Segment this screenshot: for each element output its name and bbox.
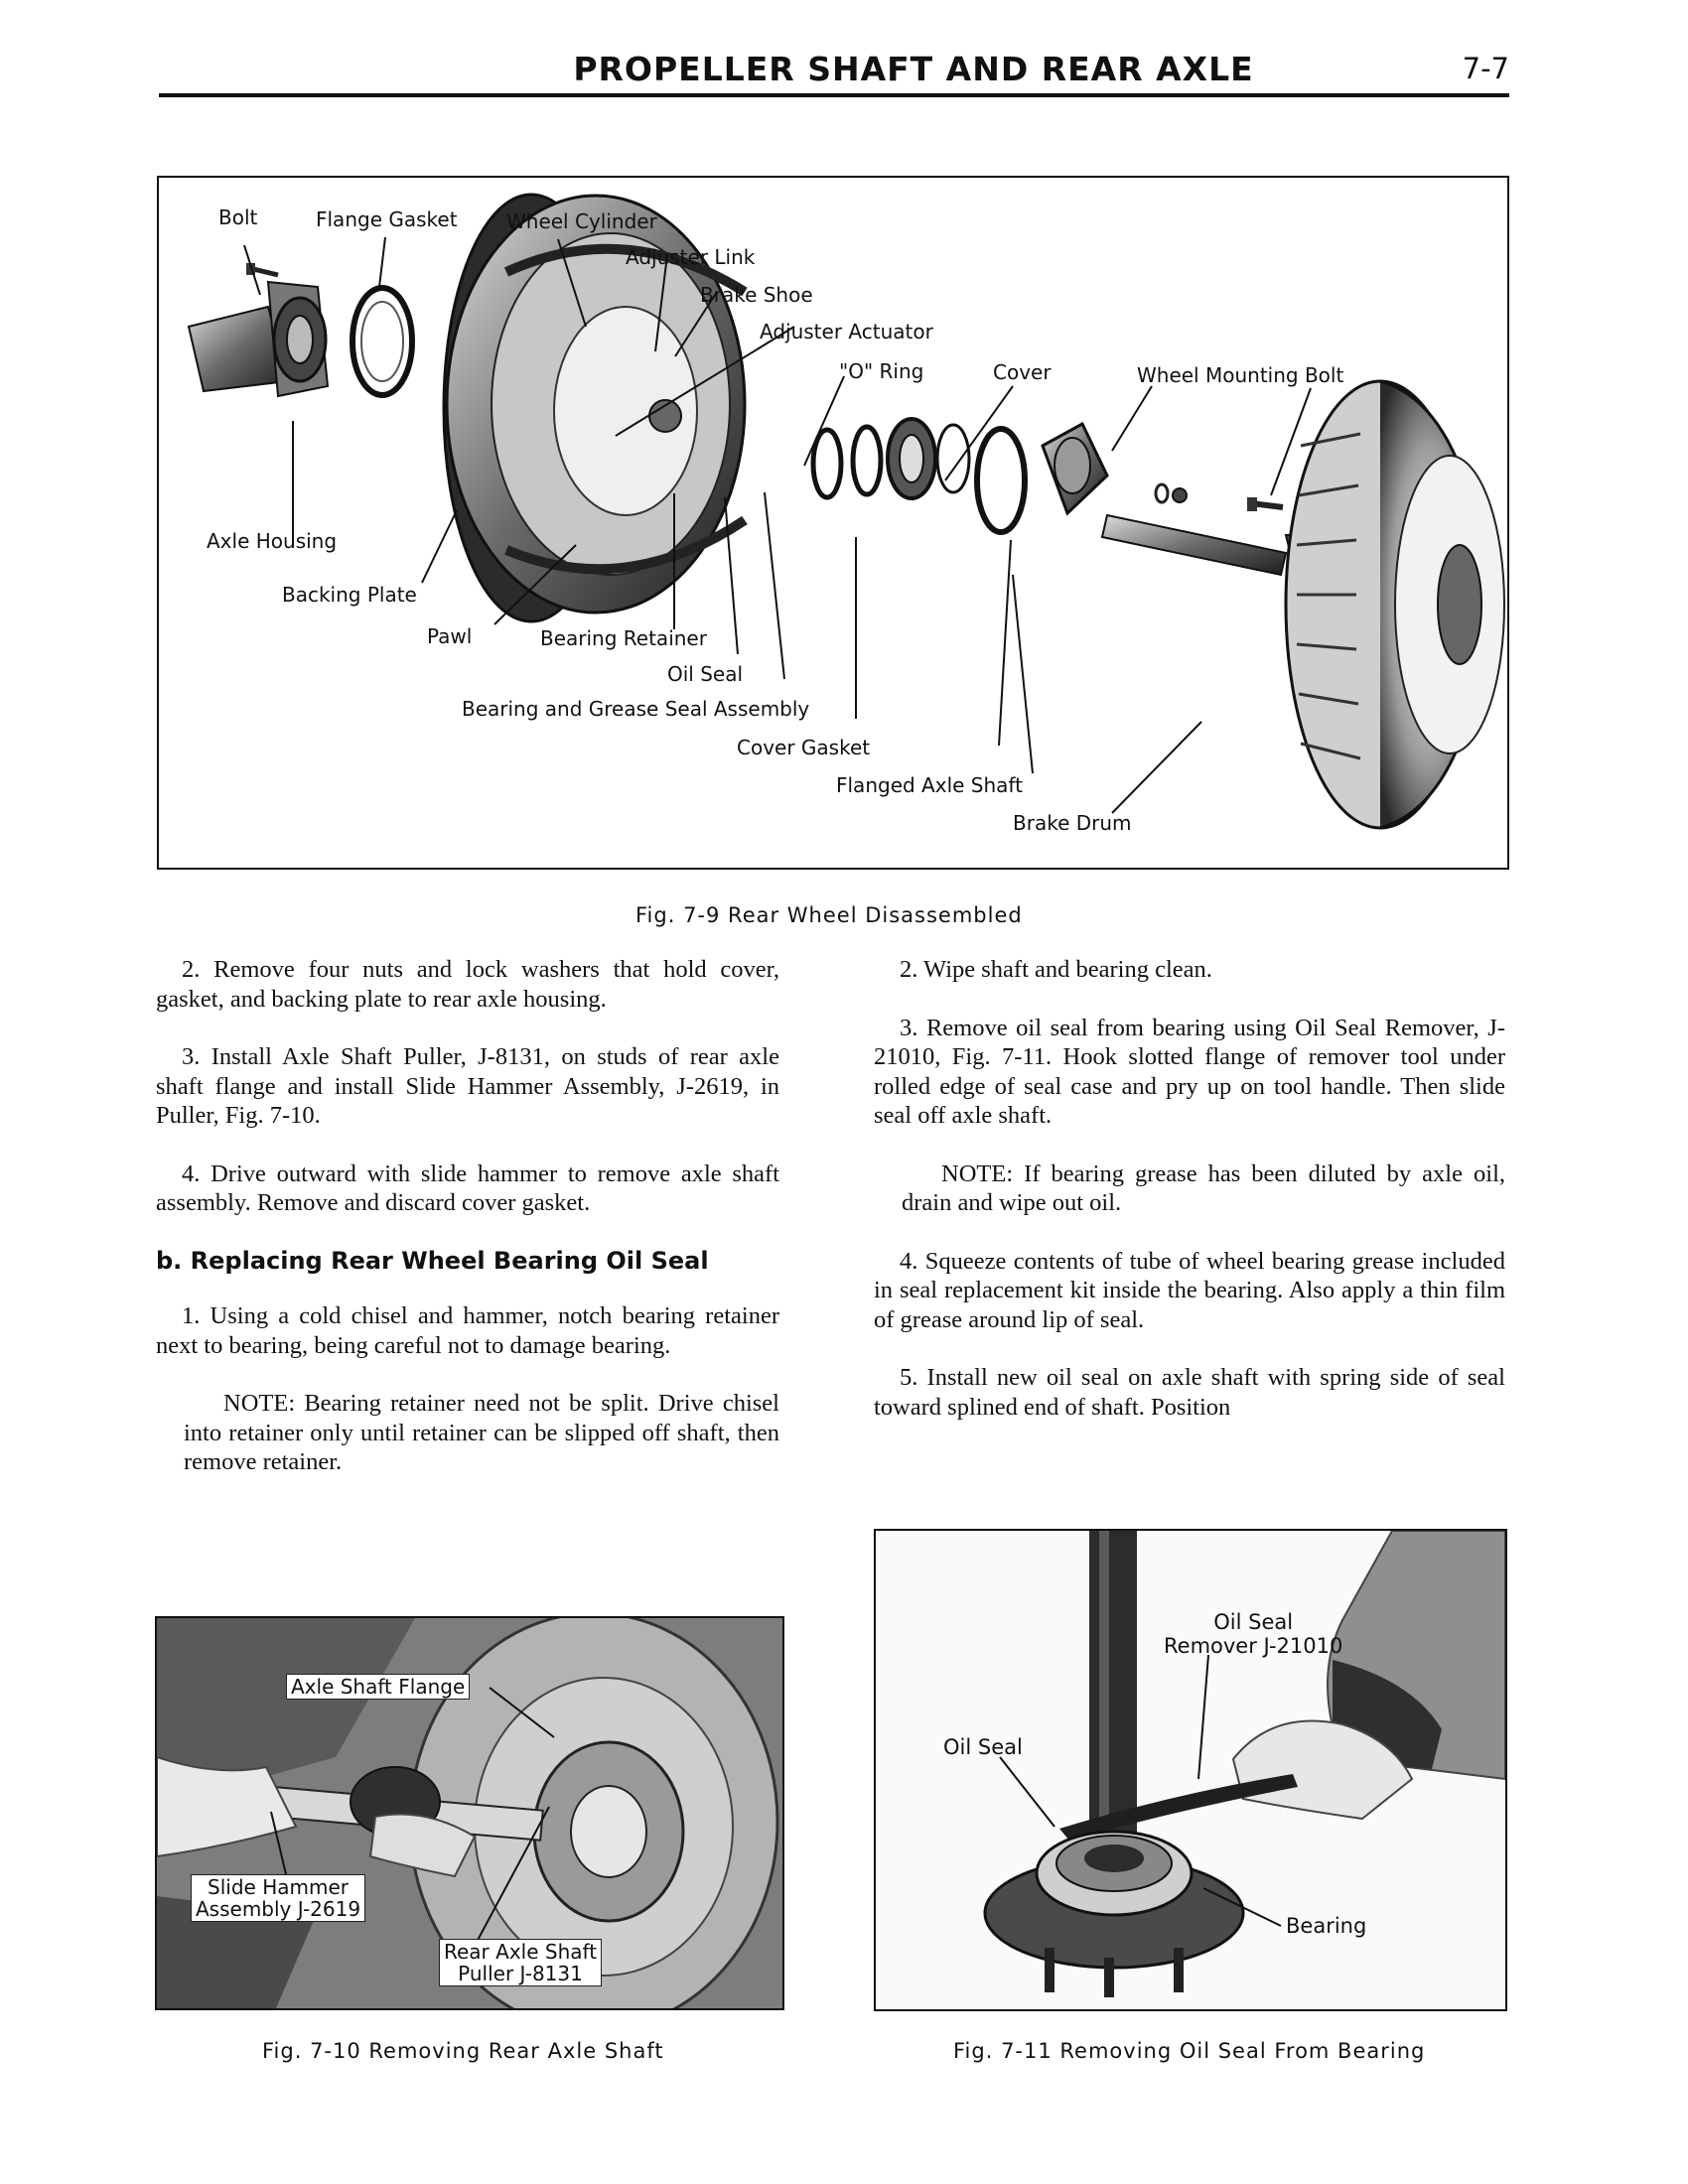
label-wheel-cylinder: Wheel Cylinder: [506, 209, 657, 233]
step-4-drive-outward: 4. Drive outward with slide hammer to re…: [156, 1160, 779, 1217]
step-1-notch-retainer: 1. Using a cold chisel and hammer, notch…: [156, 1302, 779, 1359]
label-puller-line-2: Puller J-8131: [458, 1962, 583, 1985]
page-number: 7-7: [1462, 52, 1509, 85]
label-cover-gasket: Cover Gasket: [737, 736, 871, 759]
flange-gasket-part: [350, 285, 415, 398]
step-3-remove-oil-seal: 3. Remove oil seal from bearing using Oi…: [874, 1014, 1505, 1130]
step-3-install-puller: 3. Install Axle Shaft Puller, J-8131, on…: [156, 1043, 779, 1129]
bolt-part: [246, 263, 279, 278]
label-brake-shoe: Brake Shoe: [700, 283, 813, 307]
backing-plate-assembly-part: [442, 193, 748, 623]
label-backing-plate: Backing Plate: [282, 583, 417, 607]
label-flange-gasket: Flange Gasket: [316, 207, 458, 231]
label-wheel-mounting-bolt: Wheel Mounting Bolt: [1137, 363, 1344, 387]
step-2-wipe-shaft: 2. Wipe shaft and bearing clean.: [900, 956, 1212, 983]
note-diluted-grease: NOTE: If bearing grease has been diluted…: [902, 1160, 1505, 1217]
step-2-remove-nuts: 2. Remove four nuts and lock washers tha…: [156, 956, 779, 1013]
label-puller-line-1: Rear Axle Shaft: [444, 1940, 598, 1964]
wheel-mounting-bolt-part: [1247, 497, 1284, 511]
step-5-install-oil-seal: 5. Install new oil seal on axle shaft wi…: [874, 1364, 1505, 1421]
label-oil-seal: Oil Seal: [667, 662, 744, 686]
right-column: 2. Wipe shaft and bearing clean. 3. Remo…: [874, 955, 1505, 1450]
label-flanged-axle-shaft: Flanged Axle Shaft: [836, 773, 1023, 797]
cover-part: [1041, 421, 1109, 516]
label-slide-hammer-assembly: Slide Hammer Assembly J-2619: [191, 1874, 366, 1922]
label-brake-drum: Brake Drum: [1013, 811, 1132, 835]
cover-gasket-part: [974, 426, 1028, 535]
note-bearing-retainer: NOTE: Bearing retainer need not be split…: [184, 1390, 779, 1475]
label-remover-line-1: Oil Seal: [1213, 1610, 1294, 1634]
label-oil-seal-remover: Oil Seal Remover J-21010: [1164, 1610, 1342, 1658]
header-rule: [159, 93, 1509, 97]
nuts-part: [1154, 482, 1188, 504]
bearing-and-seal-parts: [810, 417, 971, 500]
step-4-squeeze-grease: 4. Squeeze contents of tube of wheel bea…: [874, 1247, 1505, 1333]
axle-housing-part: [187, 280, 330, 398]
label-bearing-retainer: Bearing Retainer: [540, 626, 707, 650]
exploded-view-illustration: [187, 193, 1505, 830]
running-head: PROPELLER SHAFT AND REAR AXLE 7-7: [159, 50, 1509, 97]
figure-removing-oil-seal: Oil Seal Remover J-21010 Oil Seal Bearin…: [874, 1529, 1507, 2011]
photo-axle-shaft-removal: [157, 1618, 782, 2008]
label-remover-line-2: Remover J-21010: [1164, 1634, 1343, 1658]
label-bearing-and-grease-seal-assembly: Bearing and Grease Seal Assembly: [462, 697, 810, 721]
label-rear-axle-shaft-puller: Rear Axle Shaft Puller J-8131: [439, 1939, 603, 1986]
label-oil-seal: Oil Seal: [943, 1735, 1023, 1759]
figure-7-10-caption: Fig. 7-10 Removing Rear Axle Shaft: [262, 2039, 664, 2063]
label-slide-hammer-line-2: Assembly J-2619: [196, 1897, 361, 1921]
page-title: PROPELLER SHAFT AND REAR AXLE: [573, 50, 1254, 88]
figure-7-11-caption: Fig. 7-11 Removing Oil Seal From Bearing: [953, 2039, 1426, 2063]
label-o-ring: "O" Ring: [839, 359, 924, 383]
brake-drum-part: [1284, 379, 1505, 830]
label-axle-housing: Axle Housing: [207, 529, 338, 553]
label-bolt: Bolt: [218, 205, 258, 229]
figure-rear-wheel-disassembled: Bolt Flange Gasket Wheel Cylinder Adjust…: [157, 176, 1509, 870]
label-adjuster-actuator: Adjuster Actuator: [760, 320, 933, 343]
label-axle-shaft-flange: Axle Shaft Flange: [286, 1674, 471, 1700]
photo-oil-seal-removal: [876, 1531, 1505, 2009]
label-pawl: Pawl: [427, 624, 473, 648]
section-heading-replacing-oil-seal: b. Replacing Rear Wheel Bearing Oil Seal: [156, 1246, 709, 1275]
figure-removing-rear-axle-shaft: Axle Shaft Flange Slide Hammer Assembly …: [155, 1616, 784, 2010]
label-slide-hammer-line-1: Slide Hammer: [208, 1875, 349, 1899]
figure-7-9-caption: Fig. 7-9 Rear Wheel Disassembled: [635, 903, 1023, 927]
label-cover: Cover: [993, 360, 1052, 384]
leader-lines: [243, 236, 1312, 814]
left-column: 2. Remove four nuts and lock washers tha…: [156, 955, 779, 1506]
label-bearing: Bearing: [1286, 1914, 1367, 1938]
label-adjuster-link: Adjuster Link: [626, 245, 756, 269]
